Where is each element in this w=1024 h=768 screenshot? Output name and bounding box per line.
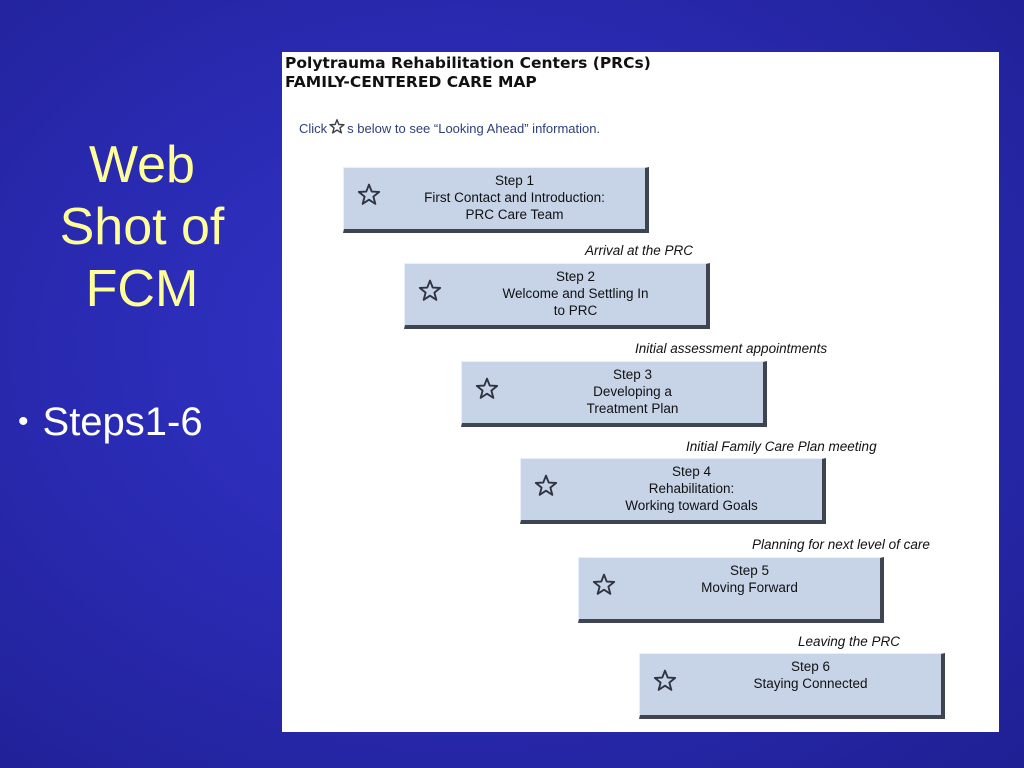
step-5-button[interactable]: Step 5 Moving Forward — [578, 557, 884, 623]
bullet-text: Steps1-6 — [42, 400, 203, 444]
transition-label: Initial Family Care Plan meeting — [686, 439, 877, 454]
step-title: Welcome and Settling In — [502, 286, 649, 301]
step-title: to PRC — [553, 303, 598, 318]
bullet-dot-icon: • — [18, 405, 29, 438]
step-label: Step 6 Staying Connected — [684, 658, 937, 692]
step-title: Treatment Plan — [586, 401, 679, 416]
instruction-suffix: s below to see “Looking Ahead” informati… — [347, 120, 601, 136]
slide-title-line: Shot of — [59, 198, 225, 256]
step-label: Step 2 Welcome and Settling In to PRC — [449, 268, 702, 319]
slide-title-line: FCM — [85, 260, 199, 318]
step-4-button[interactable]: Step 4 Rehabilitation: Working toward Go… — [520, 458, 826, 524]
step-label: Step 4 Rehabilitation: Working toward Go… — [565, 463, 818, 514]
step-1-button[interactable]: Step 1 First Contact and Introduction: P… — [343, 167, 649, 233]
step-title: PRC Care Team — [465, 207, 564, 222]
step-label: Step 1 First Contact and Introduction: P… — [388, 172, 641, 223]
step-title: Developing a — [593, 384, 672, 399]
bullet-item: • Steps1-6 — [18, 398, 203, 446]
step-number: Step 3 — [612, 367, 653, 382]
instruction-text: Click s below to see “Looking Ahead” inf… — [299, 118, 600, 138]
web-screenshot: Polytrauma Rehabilitation Centers (PRCs)… — [282, 52, 999, 732]
star-outline-icon[interactable] — [652, 668, 678, 698]
step-title: First Contact and Introduction: — [424, 190, 605, 205]
star-outline-icon[interactable] — [356, 182, 382, 212]
step-number: Step 6 — [790, 659, 831, 674]
step-label: Step 3 Developing a Treatment Plan — [506, 366, 759, 417]
star-outline-icon[interactable] — [474, 376, 500, 406]
transition-label: Initial assessment appointments — [635, 341, 828, 356]
step-title: Moving Forward — [701, 580, 798, 595]
step-6-button[interactable]: Step 6 Staying Connected — [639, 653, 945, 719]
star-outline-icon[interactable] — [417, 278, 443, 308]
step-3-button[interactable]: Step 3 Developing a Treatment Plan — [461, 361, 767, 427]
step-2-button[interactable]: Step 2 Welcome and Settling In to PRC — [404, 263, 710, 329]
step-title: Working toward Goals — [625, 498, 758, 513]
care-map-title: Polytrauma Rehabilitation Centers (PRCs) — [285, 54, 651, 72]
step-number: Step 2 — [555, 269, 596, 284]
step-number: Step 5 — [729, 563, 770, 578]
bullet-list: • Steps1-6 — [18, 398, 203, 446]
step-label: Step 5 Moving Forward — [623, 562, 876, 596]
star-outline-icon[interactable] — [591, 572, 617, 602]
transition-label: Arrival at the PRC — [585, 243, 694, 258]
transition-label: Planning for next level of care — [752, 537, 930, 552]
care-map-subtitle: FAMILY-CENTERED CARE MAP — [285, 73, 537, 91]
transition-label: Leaving the PRC — [798, 634, 901, 649]
step-number: Step 4 — [671, 464, 712, 479]
care-map-heading: Polytrauma Rehabilitation Centers (PRCs)… — [285, 54, 651, 92]
slide-title: Web Shot of FCM — [30, 134, 254, 320]
step-number: Step 1 — [494, 173, 535, 188]
step-title: Rehabilitation: — [648, 481, 735, 496]
star-outline-icon — [328, 118, 346, 138]
step-title: Staying Connected — [753, 676, 868, 691]
instruction-prefix: Click — [299, 120, 328, 136]
star-outline-icon[interactable] — [533, 473, 559, 503]
slide-title-line: Web — [89, 136, 195, 194]
